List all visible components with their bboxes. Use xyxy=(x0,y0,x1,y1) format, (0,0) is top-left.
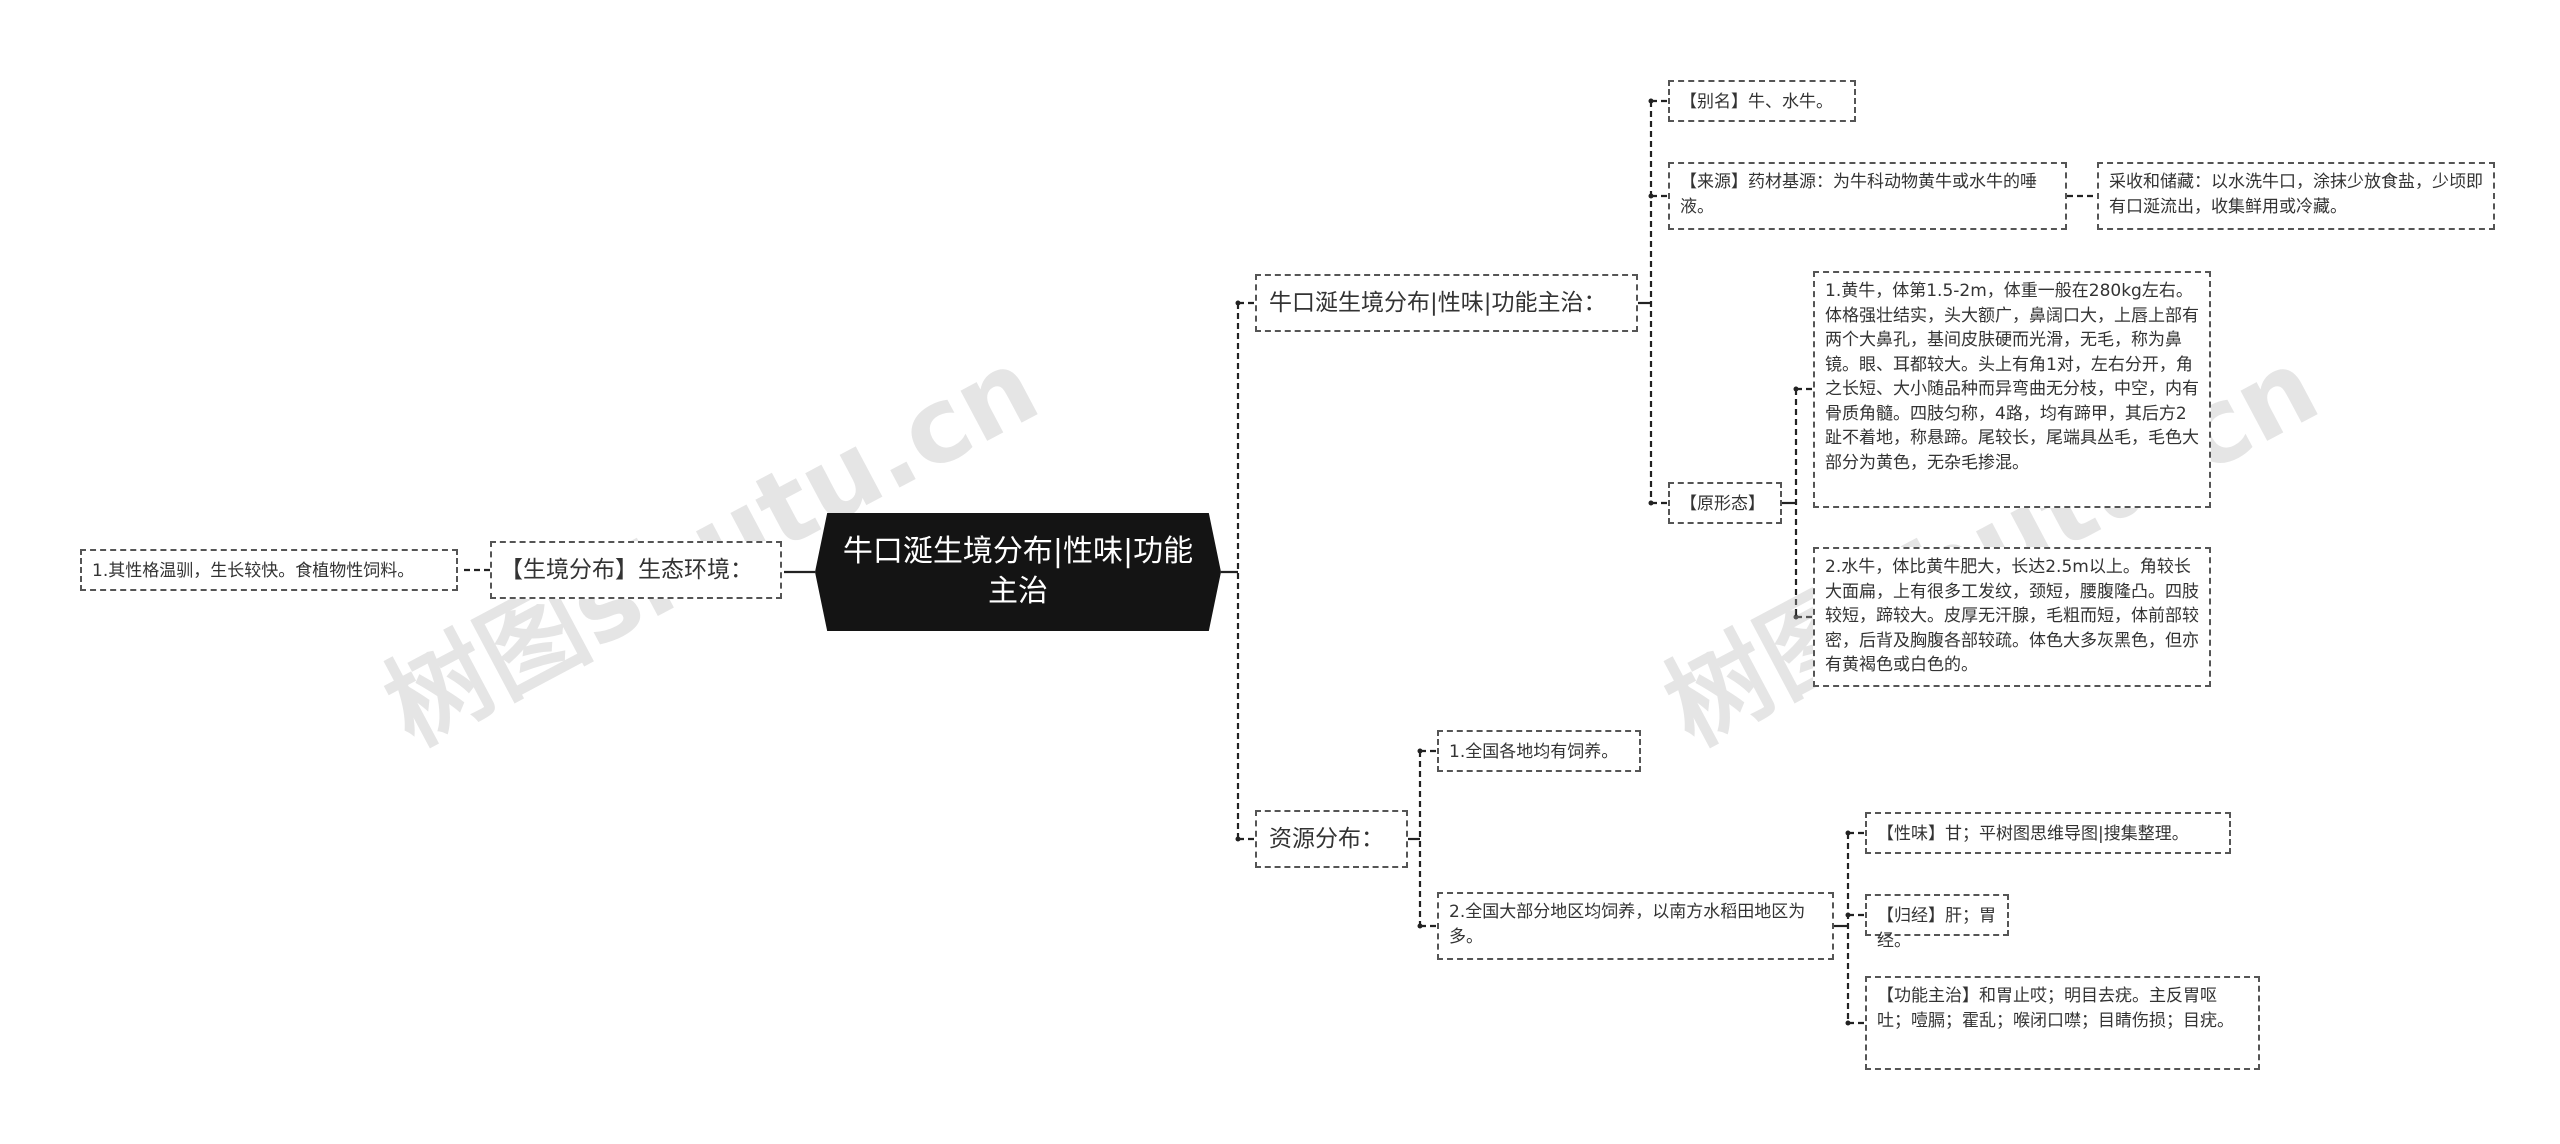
root-right-dot-0 xyxy=(1235,300,1241,306)
resource-item-1[interactable]: 1.全国各地均有饲养。 xyxy=(1437,730,1641,772)
alias-node[interactable]: 【别名】牛、水牛。 xyxy=(1668,80,1856,122)
morph-dot-0 xyxy=(1793,386,1799,392)
sec1-dot-0 xyxy=(1648,98,1654,104)
item2-dot-2 xyxy=(1845,1020,1851,1026)
section-topic-resources[interactable]: 资源分布： xyxy=(1255,810,1408,868)
habitat-item[interactable]: 1.其性格温驯，生长较快。食植物性饲料。 xyxy=(80,549,458,591)
item2-dot-1 xyxy=(1845,912,1851,918)
sec2-dot-1 xyxy=(1417,923,1423,929)
morph-shuiniu[interactable]: 2.水牛，体比黄牛肥大，长达2.5m以上。角较长大面扁，上有很多工发纹，颈短，腰… xyxy=(1813,547,2211,687)
taste-node[interactable]: 【性味】甘；平树图思维导图|搜集整理。 xyxy=(1865,812,2231,854)
meridian-node[interactable]: 【归经】肝；胃经。 xyxy=(1865,894,2009,951)
root-right-dot-1 xyxy=(1235,836,1241,842)
morph-dot-1 xyxy=(1793,614,1799,620)
sec1-dot-2 xyxy=(1648,500,1654,506)
harvest-node[interactable]: 采收和储藏：以水洗牛口，涂抹少放食盐，少顷即有口涎流出，收集鲜用或冷藏。 xyxy=(2097,162,2495,230)
sec2-dot-0 xyxy=(1417,748,1423,754)
root-node[interactable]: 牛口涎生境分布|性味|功能主治 xyxy=(815,513,1221,631)
habitat-topic[interactable]: 【生境分布】生态环境： xyxy=(490,541,782,599)
source-node[interactable]: 【来源】药材基源：为牛科动物黄牛或水牛的唾液。 xyxy=(1668,162,2067,230)
sec1-dot-1 xyxy=(1648,193,1654,199)
root-title: 牛口涎生境分布|性味|功能主治 xyxy=(842,534,1194,609)
resource-item-2[interactable]: 2.全国大部分地区均饲养，以南方水稻田地区为多。 xyxy=(1437,892,1834,960)
section-topic-main[interactable]: 牛口涎生境分布|性味|功能主治： xyxy=(1255,274,1638,332)
morphology-label[interactable]: 【原形态】 xyxy=(1668,482,1782,524)
item2-dot-0 xyxy=(1845,830,1851,836)
function-node[interactable]: 【功能主治】和胃止哎；明目去疣。主反胃呕吐；噎膈；霍乱；喉闭口噤；目睛伤损；目疣… xyxy=(1865,976,2260,1070)
morph-huangniu[interactable]: 1.黄牛，体第1.5-2m，体重一般在280kg左右。体格强壮结实，头大额广，鼻… xyxy=(1813,271,2211,508)
